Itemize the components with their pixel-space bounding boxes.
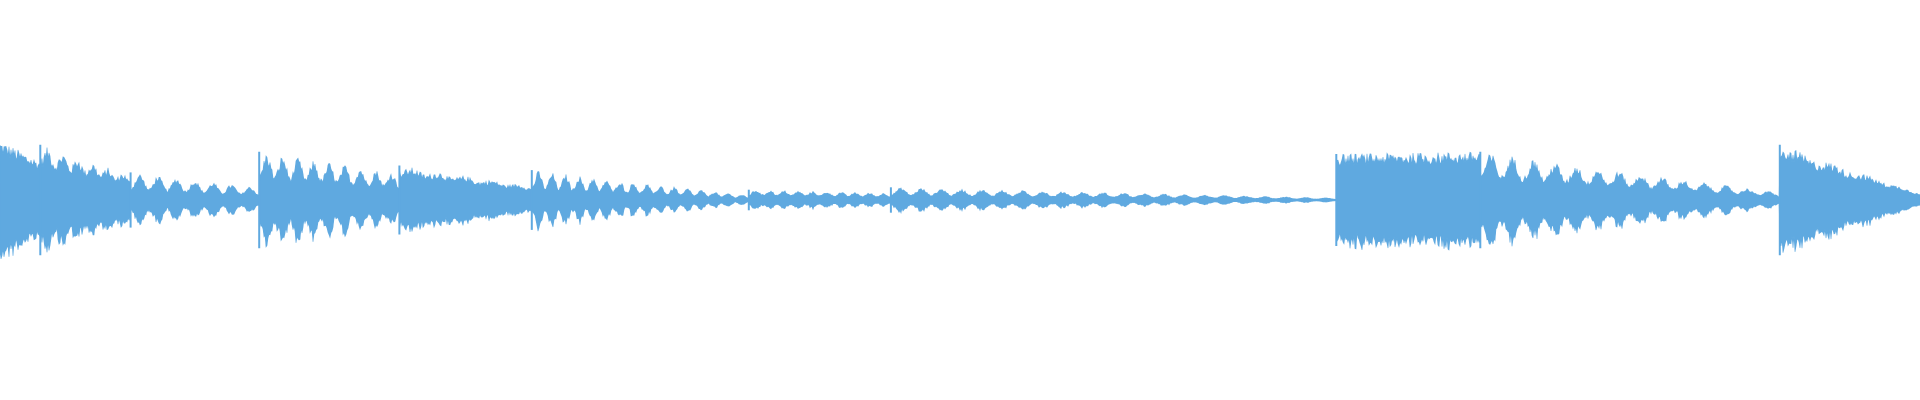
waveform-envelope bbox=[0, 145, 1920, 259]
waveform-transients bbox=[39, 144, 1781, 256]
